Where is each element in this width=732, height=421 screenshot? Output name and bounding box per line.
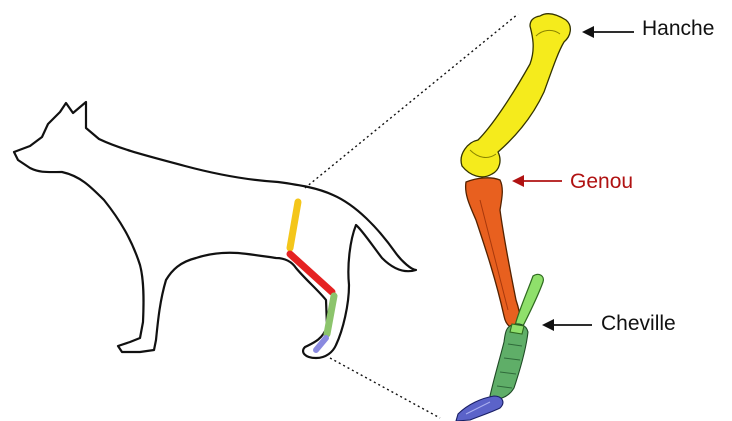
silhouette-leg-bones <box>290 202 334 350</box>
hip-arrow <box>582 26 634 38</box>
tibia-bone <box>466 178 521 328</box>
ankle-label: Cheville <box>601 312 676 336</box>
metatarsal-bones <box>490 324 528 399</box>
silhouette-metatarsals <box>327 296 334 334</box>
paw-bones <box>456 396 503 421</box>
hip-label: Hanche <box>642 17 714 41</box>
dog-silhouette <box>14 102 416 358</box>
knee-arrow <box>512 175 562 187</box>
femur-bone <box>461 14 570 177</box>
zoom-line-bottom <box>330 358 440 418</box>
fibula-bone <box>516 274 544 327</box>
silhouette-tibia <box>290 254 332 292</box>
silhouette-femur <box>290 202 298 248</box>
ankle-arrow <box>542 319 592 331</box>
knee-label: Genou <box>570 170 633 194</box>
